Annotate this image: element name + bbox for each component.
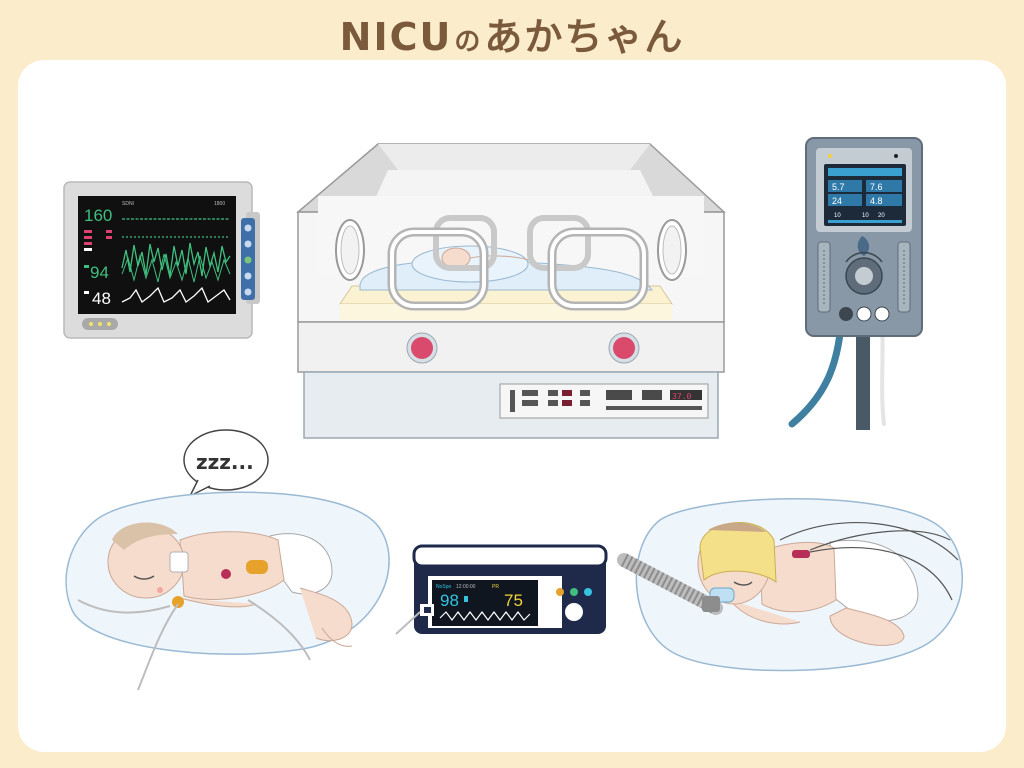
incubator: 37.0	[295, 143, 726, 439]
ventilator: 5.7 7.6 24 4.8 10 10 20	[788, 137, 923, 430]
monitor-header-left: SDNI	[122, 201, 134, 207]
oximeter-pulse-rate: 75	[504, 591, 523, 610]
monitor-resp-rate: 48	[92, 289, 111, 308]
vent-value-5: 10	[834, 213, 841, 219]
title-particle: の	[454, 27, 483, 57]
respiration-wave-1	[121, 242, 231, 277]
bubble-text: zzz...	[196, 450, 254, 474]
oximeter-brand: NoSpo	[436, 584, 452, 590]
incubator-control-buttons[interactable]	[510, 390, 590, 412]
vent-value-4: 4.8	[870, 196, 883, 206]
cpap-corrugated-tube	[617, 553, 723, 615]
incubator-temp-readout: 37.0	[672, 392, 691, 401]
monitor-spo2: 94	[90, 263, 109, 282]
vent-value-2: 7.6	[870, 182, 883, 192]
vent-value-3: 24	[832, 196, 842, 206]
respiration-wave-2	[121, 253, 231, 283]
vent-value-6: 10	[862, 213, 869, 219]
incubator-temp-display	[670, 390, 702, 400]
title-rest: あかちゃん	[484, 15, 685, 59]
ventilator-right-slider[interactable]	[897, 241, 911, 313]
vital-signs-monitor: 160 SDNI 1800 94 48	[63, 181, 260, 339]
monitor-side-buttons[interactable]	[241, 218, 255, 300]
ventilator-screen	[824, 164, 906, 226]
oximeter-screen	[432, 580, 538, 626]
sleep-speech-bubble: zzz...	[183, 429, 269, 497]
oximeter-button-green[interactable]	[570, 588, 578, 596]
ventilator-port-1	[839, 307, 853, 321]
ventilator-left-slider[interactable]	[817, 241, 831, 313]
monitor-heart-rate: 160	[84, 206, 112, 225]
oximeter-pr-label: PR	[492, 584, 499, 590]
right-baby-with-cpap	[617, 498, 963, 672]
oximeter-pleth-wave	[439, 611, 531, 621]
drop-icon	[857, 236, 870, 256]
incubator-right-latch[interactable]	[613, 337, 635, 359]
left-baby-on-cushion	[65, 491, 390, 691]
oximeter-knob[interactable]	[563, 601, 585, 623]
vent-value-1: 5.7	[832, 182, 845, 192]
oximeter-button-cyan[interactable]	[584, 588, 592, 596]
incubator-display-1	[606, 390, 632, 400]
pulse-oximeter: NoSpo 12:00:00 PR 98 75	[395, 544, 608, 635]
pleth-wave	[121, 286, 231, 304]
incubator-left-latch[interactable]	[411, 337, 433, 359]
monitor-level-bars	[84, 230, 112, 251]
oximeter-header: 12:00:00	[456, 584, 476, 590]
page-title: NICU の あかちゃん	[0, 6, 1024, 59]
vent-value-7: 20	[878, 213, 885, 219]
oximeter-button-orange[interactable]	[556, 588, 564, 596]
title-main: NICU	[339, 15, 453, 59]
monitor-header-right: 1800	[214, 201, 225, 207]
oximeter-spo2: 98	[440, 591, 459, 610]
incubator-display-2	[642, 390, 662, 400]
